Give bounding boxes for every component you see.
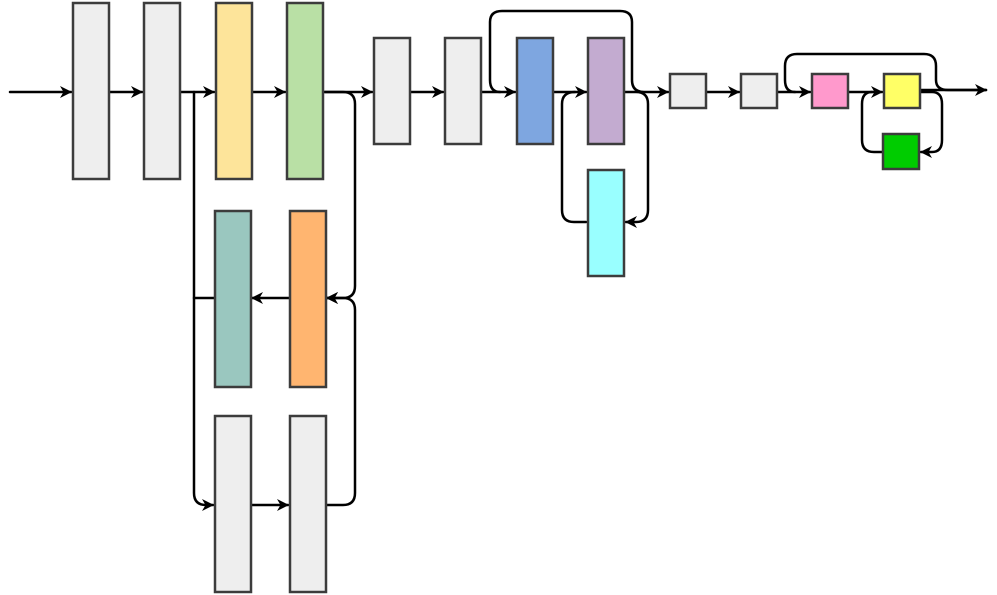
block-gray-small-1 <box>668 72 708 110</box>
block-gray-2 <box>142 1 182 181</box>
block-orange <box>288 209 328 389</box>
return-to-green-small <box>918 90 944 158</box>
blocks <box>71 1 922 594</box>
block-gray-4 <box>443 36 483 146</box>
block-gray-bottom-right <box>288 414 328 594</box>
block-gray-1 <box>71 1 111 181</box>
block-gray-bottom-left <box>213 414 253 594</box>
branch-down-left <box>192 90 215 511</box>
block-purple <box>586 36 626 146</box>
block-cyan <box>586 168 626 278</box>
skip-over-blue-purple <box>488 9 670 98</box>
block-gray-3 <box>372 36 412 146</box>
block-green <box>285 1 325 181</box>
block-yellow <box>214 1 254 181</box>
branch-down-to-cyan <box>560 90 588 224</box>
skip-over-pink-yellow <box>783 52 988 94</box>
block-blue <box>515 36 555 146</box>
block-gray-small-2 <box>739 72 779 110</box>
block-pink <box>810 72 850 110</box>
branch-down-to-green-small <box>860 90 884 154</box>
block-green-small <box>881 132 921 171</box>
return-to-cyan <box>622 90 650 228</box>
return-up-right <box>325 292 357 507</box>
block-yellow-small <box>882 72 922 110</box>
connectors <box>8 9 988 511</box>
branch-green-down <box>323 90 357 304</box>
block-teal <box>213 209 253 389</box>
